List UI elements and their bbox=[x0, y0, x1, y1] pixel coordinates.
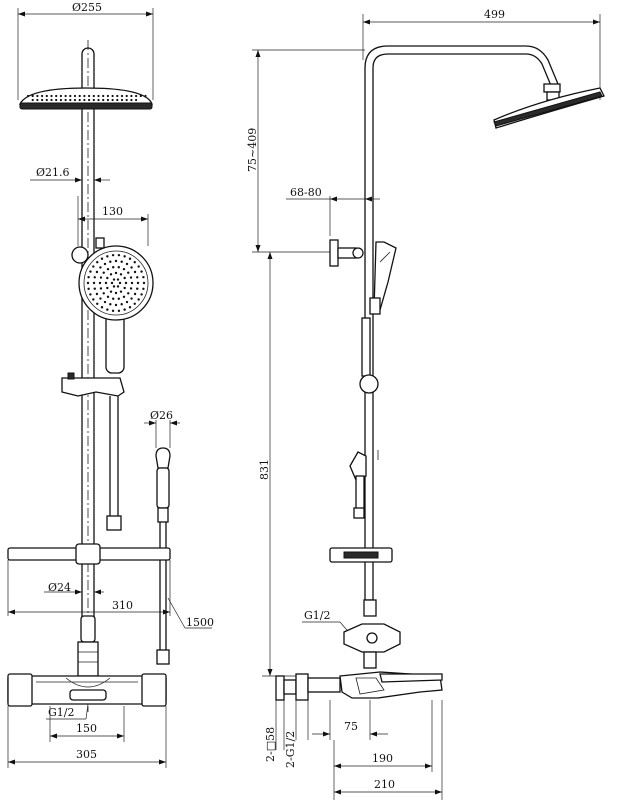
side-hand-shower bbox=[359, 241, 397, 394]
riser-height-dimension: 831 bbox=[258, 252, 300, 677]
front-riser-pipe bbox=[81, 40, 95, 712]
mixer-width-dimension: 305 bbox=[7, 706, 167, 768]
front-bidet-sprayer bbox=[155, 447, 171, 548]
spout-length-1-label: 190 bbox=[372, 752, 393, 765]
hose-length-label: 1500 bbox=[186, 616, 214, 629]
side-rain-shower-head bbox=[493, 87, 605, 129]
side-diverter-fitting bbox=[343, 599, 401, 669]
front-diverter-knob bbox=[71, 237, 105, 264]
riser-height-label: 831 bbox=[258, 459, 271, 480]
bar-diameter-dimension: Ø24 bbox=[44, 581, 104, 595]
mixer-offset-label: 75 bbox=[344, 720, 358, 733]
spout-length-dimension-2: 210 bbox=[333, 700, 443, 800]
front-slider-bracket bbox=[61, 372, 125, 397]
spout-length-dimension-1: 190 bbox=[333, 700, 433, 772]
side-bidet-sprayer bbox=[349, 450, 379, 519]
side-riser-and-arm bbox=[364, 45, 561, 601]
head-diameter-dimension: Ø255 bbox=[17, 1, 154, 100]
mixer-offset-dimension: 75 bbox=[312, 700, 388, 740]
wall-bracket-dimension: 68-80 bbox=[286, 186, 380, 236]
connector-size-label: 2-□58 bbox=[264, 727, 277, 762]
arm-reach-dimension: 499 bbox=[362, 8, 601, 100]
hose-length-callout: 1500 bbox=[167, 597, 214, 629]
hand-shower-width-label: 130 bbox=[102, 205, 123, 218]
front-rain-shower-head bbox=[18, 87, 153, 110]
inlet-thread-label: G1/2 bbox=[48, 706, 75, 719]
height-adjust-label: 75~409 bbox=[246, 128, 259, 172]
mixer-width-label: 305 bbox=[76, 748, 97, 761]
arm-reach-label: 499 bbox=[484, 8, 505, 21]
front-bidet-hose bbox=[156, 560, 170, 665]
inlet-spacing-label: 150 bbox=[76, 722, 97, 735]
hand-shower-width-dimension: 130 bbox=[77, 196, 149, 246]
front-view: Ø255 Ø21.6 130 bbox=[7, 1, 214, 768]
shelf-width-dimension: 310 bbox=[7, 560, 171, 616]
connector-size-dimension: 2-□58 bbox=[264, 700, 285, 762]
side-view: 499 75~409 68-80 bbox=[246, 8, 605, 800]
front-shelf bbox=[7, 543, 171, 565]
inlet-thread-callout: G1/2 bbox=[46, 703, 89, 720]
pipe-diameter-label: Ø21.6 bbox=[36, 166, 70, 179]
bar-diameter-label: Ø24 bbox=[48, 581, 71, 594]
side-mixer-and-spout bbox=[275, 671, 443, 701]
head-diameter-label: Ø255 bbox=[72, 1, 102, 14]
connector-thread-label: 2-G1/2 bbox=[284, 731, 297, 768]
outlet-thread-label: G1/2 bbox=[304, 609, 331, 622]
front-hand-shower bbox=[78, 245, 154, 374]
handle-diameter-dimension: Ø26 bbox=[144, 409, 180, 448]
side-wall-bracket bbox=[329, 239, 364, 267]
handle-diameter-label: Ø26 bbox=[150, 409, 173, 422]
height-adjust-dimension: 75~409 bbox=[246, 49, 365, 253]
connector-thread-dimension: 2-G1/2 bbox=[284, 700, 309, 768]
shelf-width-label: 310 bbox=[112, 599, 133, 612]
front-lower-fitting bbox=[77, 615, 99, 677]
front-mixer-bar bbox=[7, 673, 167, 707]
spout-length-2-label: 210 bbox=[374, 778, 395, 791]
pipe-diameter-dimension: Ø21.6 bbox=[30, 166, 110, 183]
wall-bracket-label: 68-80 bbox=[290, 186, 322, 199]
inlet-spacing-dimension: 150 bbox=[49, 706, 125, 742]
side-shelf bbox=[329, 547, 393, 563]
front-hose bbox=[106, 396, 122, 531]
